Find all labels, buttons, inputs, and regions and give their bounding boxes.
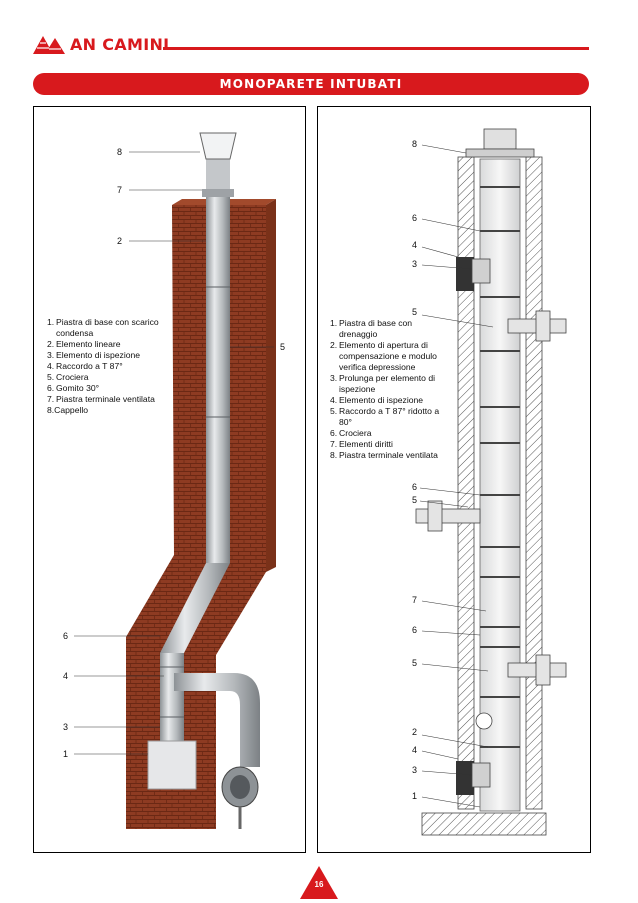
- left-legend: 1.Piastra di base con scarico condensa 2…: [47, 317, 182, 416]
- legend-item: 5.Raccordo a T 87° ridotto a 80°: [330, 406, 440, 427]
- callout-3: 3: [412, 259, 418, 269]
- callout-5: 5: [412, 658, 418, 668]
- callout-8: 8: [412, 139, 418, 149]
- callout-2: 2: [412, 727, 418, 737]
- page-number: 16: [314, 880, 324, 889]
- legend-item: 3.Prolunga per elemento di ispezione: [330, 373, 436, 394]
- page-number-badge: 16: [300, 866, 338, 899]
- legend-item: 7.Piastra terminale ventilata: [47, 394, 155, 404]
- callout-6: 6: [412, 482, 418, 492]
- callout-1: 1: [63, 749, 69, 759]
- chimney-section-drawing: [415, 128, 567, 836]
- left-illustration-panel: 8 7 2 5 6 4 3 1 1.Piastra di base con sc…: [33, 106, 306, 853]
- callout-6: 6: [412, 213, 418, 223]
- legend-item: 2.Elemento lineare: [47, 339, 121, 349]
- legend-item: 8.Piastra terminale ventilata: [330, 450, 438, 460]
- legend-item: 7.Elementi diritti: [330, 439, 393, 449]
- legend-item: 5.Crociera: [47, 372, 89, 382]
- callout-5: 5: [412, 495, 418, 505]
- callout-8: 8: [117, 147, 123, 157]
- legend-item: 2.Elemento di apertura di compensazione …: [330, 340, 437, 372]
- legend-item: 6.Crociera: [330, 428, 372, 438]
- callout-6: 6: [412, 625, 418, 635]
- callout-5: 5: [280, 342, 286, 352]
- callout-5: 5: [412, 307, 418, 317]
- brand-logo: AN CAMINI: [33, 33, 169, 55]
- legend-item: 3.Elemento di ispezione: [47, 350, 141, 360]
- callout-4: 4: [412, 240, 418, 250]
- section-title: MONOPARETE INTUBATI: [219, 77, 403, 91]
- right-legend: 1.Piastra di base con drenaggio 2.Elemen…: [330, 318, 445, 461]
- header-rule: [163, 47, 589, 50]
- callout-4: 4: [412, 745, 418, 755]
- callout-3: 3: [63, 722, 69, 732]
- callout-6: 6: [63, 631, 69, 641]
- legend-item: 4.Raccordo a T 87°: [47, 361, 123, 371]
- legend-item: 6.Gomito 30°: [47, 383, 100, 393]
- brand-name: AN CAMINI: [70, 35, 170, 54]
- section-banner: MONOPARETE INTUBATI: [33, 73, 589, 95]
- legend-item: 8.Cappello: [47, 405, 89, 415]
- right-diagram-panel: 8 6 4 3 5 6 5 7 6 5 2 4 3 1 1.Piastra di…: [317, 106, 591, 853]
- callout-3: 3: [412, 765, 418, 775]
- legend-item: 1.Piastra di base con drenaggio: [330, 318, 413, 339]
- callout-4: 4: [63, 671, 69, 681]
- callout-7: 7: [412, 595, 418, 605]
- callout-2: 2: [117, 236, 123, 246]
- page-badge-shape-icon: [300, 866, 338, 899]
- logo-mark-icon: [33, 36, 65, 54]
- chimney-3d-illustration: [74, 132, 276, 829]
- callout-7: 7: [117, 185, 123, 195]
- legend-item: 4.Elemento di ispezione: [330, 395, 424, 405]
- callout-1: 1: [412, 791, 418, 801]
- legend-item: 1.Piastra di base con scarico condensa: [47, 317, 159, 338]
